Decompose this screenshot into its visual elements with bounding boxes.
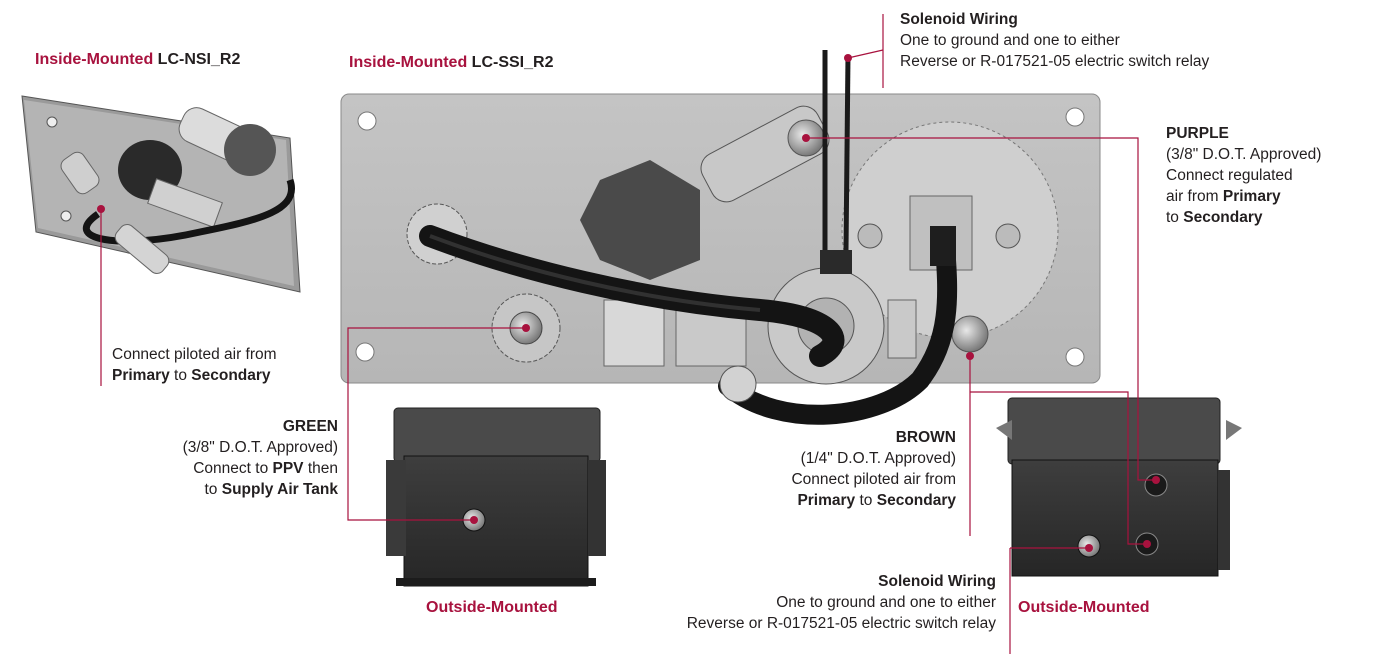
purple-line1: Connect regulated (1166, 167, 1293, 184)
nsi-primary: Primary (112, 367, 170, 384)
ssi-valve-image (340, 50, 1101, 425)
brown-title: BROWN (895, 429, 956, 446)
solenoid-bottom-label: Solenoid Wiring One to ground and one to… (687, 571, 996, 634)
purple-secondary: Secondary (1183, 209, 1263, 226)
nsi-header-prefix: Inside-Mounted (35, 51, 154, 68)
purple-line3: to Secondary (1166, 207, 1321, 228)
solenoid-top-line1: One to ground and one to either (900, 32, 1120, 49)
purple-primary: Primary (1222, 188, 1281, 205)
green-title: GREEN (282, 418, 338, 435)
nsi-header: Inside-Mounted LC-NSI_R2 (35, 49, 240, 70)
outside-right-label: Outside-Mounted (1018, 599, 1150, 616)
ssi-header-prefix: Inside-Mounted (349, 54, 468, 71)
nsi-note: Connect piloted air from Primary to Seco… (112, 344, 277, 386)
nsi-note-line2: Primary to Secondary (112, 365, 277, 386)
brown-secondary: Secondary (876, 492, 956, 509)
green-line2-text: to (204, 481, 218, 498)
solenoid-bottom-line2: Reverse or R-017521-05 electric switch r… (686, 615, 996, 632)
green-label: GREEN (3/8" D.O.T. Approved) Connect to … (183, 416, 338, 500)
purple-line3-text: to (1166, 209, 1179, 226)
nsi-to: to (174, 367, 187, 384)
nsi-secondary: Secondary (191, 367, 271, 384)
leader-dots (470, 54, 1160, 552)
ssi-header-model: LC-SSI_R2 (471, 54, 554, 71)
brown-line1: Connect piloted air from (791, 471, 956, 488)
purple-label: PURPLE (3/8" D.O.T. Approved) Connect re… (1166, 123, 1321, 228)
nsi-valve-image (21, 95, 301, 293)
brown-label: BROWN (1/4" D.O.T. Approved) Connect pil… (791, 427, 956, 511)
outside-left-label: Outside-Mounted (426, 599, 558, 616)
green-then: then (307, 460, 338, 477)
solenoid-top-line2: Reverse or R-017521-05 electric switch r… (900, 53, 1210, 70)
green-ppv: PPV (272, 460, 304, 477)
brown-line2: Primary to Secondary (791, 490, 956, 511)
outside-left-box-image (386, 407, 606, 587)
brown-spec: (1/4" D.O.T. Approved) (800, 450, 956, 467)
brown-primary: Primary (797, 492, 856, 509)
green-supply-tank: Supply Air Tank (221, 481, 338, 498)
solenoid-bottom-title: Solenoid Wiring (878, 573, 996, 590)
brown-to: to (859, 492, 873, 509)
purple-line2: air from Primary (1166, 186, 1321, 207)
green-line1: Connect to PPV then (183, 458, 338, 479)
outside-right-box-image (996, 397, 1242, 577)
leader-lines (100, 14, 1156, 654)
ssi-header: Inside-Mounted LC-SSI_R2 (349, 52, 553, 73)
green-spec: (3/8" D.O.T. Approved) (182, 439, 338, 456)
nsi-note-line1: Connect piloted air from (112, 346, 277, 363)
solenoid-bottom-line1: One to ground and one to either (776, 594, 996, 611)
nsi-header-model: LC-NSI_R2 (157, 51, 241, 68)
purple-line2-text: air from (1166, 188, 1219, 205)
purple-spec: (3/8" D.O.T. Approved) (1166, 146, 1322, 163)
purple-title: PURPLE (1166, 125, 1229, 142)
green-line1-text: Connect to (193, 460, 269, 477)
green-line2: to Supply Air Tank (183, 479, 338, 500)
solenoid-top-label: Solenoid Wiring One to ground and one to… (900, 9, 1209, 72)
solenoid-top-title: Solenoid Wiring (900, 11, 1018, 28)
